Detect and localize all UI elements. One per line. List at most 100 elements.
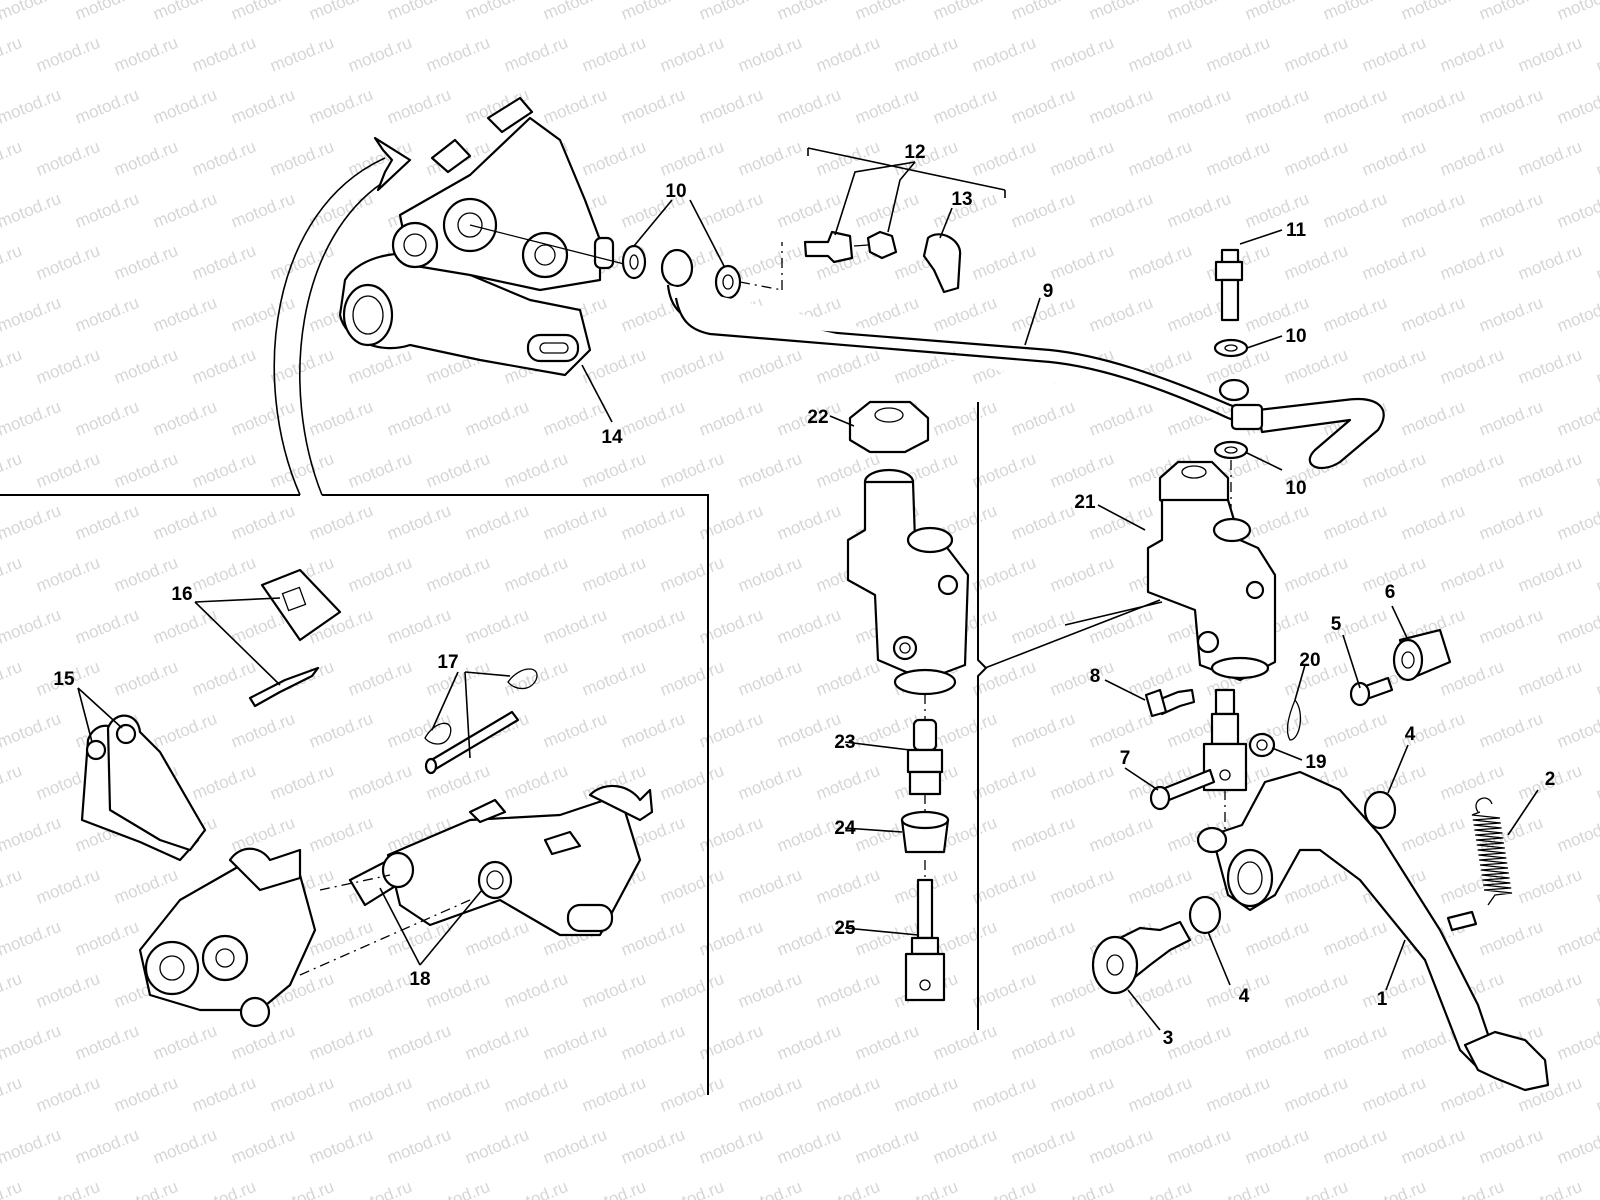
watermark-text: motod.ru — [1359, 1073, 1428, 1116]
watermark-text: motod.ru — [774, 501, 843, 544]
watermark-text: motod.ru — [1203, 137, 1272, 180]
watermark-text: motod.ru — [1476, 85, 1545, 128]
watermark-text: motod.ru — [813, 33, 882, 76]
watermark-text: motod.ru — [969, 449, 1038, 492]
watermark-text: motod.ru — [735, 1177, 804, 1200]
watermark-text: motod.ru — [1515, 553, 1584, 596]
watermark-text: motod.ru — [72, 189, 141, 232]
watermark-text: motod.ru — [1554, 1125, 1600, 1168]
watermark-text: motod.ru — [1281, 1177, 1350, 1200]
watermark-text: motod.ru — [462, 917, 531, 960]
watermark-text: motod.ru — [696, 397, 765, 440]
watermark-text: motod.ru — [1164, 85, 1233, 128]
watermark-text: motod.ru — [189, 449, 258, 492]
watermark-text: motod.ru — [1320, 0, 1389, 24]
watermark-text: motod.ru — [618, 605, 687, 648]
watermark-text: motod.ru — [423, 33, 492, 76]
watermark-text: motod.ru — [0, 449, 25, 492]
watermark-text: motod.ru — [1047, 449, 1116, 492]
watermark-text: motod.ru — [462, 1125, 531, 1168]
callout-20: 20 — [1299, 650, 1320, 671]
watermark-text: motod.ru — [813, 657, 882, 700]
watermark-text: motod.ru — [1008, 85, 1077, 128]
callout-14: 14 — [601, 427, 623, 448]
leader-lines — [77, 147, 1539, 1031]
watermark-text: motod.ru — [501, 761, 570, 804]
watermark-text: motod.ru — [1047, 241, 1116, 284]
watermark-text: motod.ru — [462, 0, 531, 24]
watermark-text: motod.ru — [1125, 865, 1194, 908]
watermark-text: motod.ru — [384, 1125, 453, 1168]
watermark-text: motod.ru — [1242, 0, 1311, 24]
watermark-text: motod.ru — [0, 605, 64, 648]
watermark-text: motod.ru — [1476, 1125, 1545, 1168]
watermark-text: motod.ru — [1281, 1073, 1350, 1116]
watermark-text: motod.ru — [267, 761, 336, 804]
watermark-text: motod.ru — [696, 917, 765, 960]
watermark-text: motod.ru — [540, 397, 609, 440]
watermark-text: motod.ru — [0, 657, 25, 700]
watermark-text: motod.ru — [1515, 241, 1584, 284]
watermark-text: motod.ru — [891, 33, 960, 76]
watermark-text: motod.ru — [150, 189, 219, 232]
watermark-text: motod.ru — [0, 865, 25, 908]
watermark-text: motod.ru — [1593, 969, 1600, 1012]
callout-10-right-lower: 10 — [1285, 478, 1306, 499]
watermark-text: motod.ru — [1086, 501, 1155, 544]
watermark-text: motod.ru — [1281, 969, 1350, 1012]
watermark-text: motod.ru — [33, 449, 102, 492]
watermark-text: motod.ru — [579, 137, 648, 180]
watermark-text: motod.ru — [384, 605, 453, 648]
watermark-text: motod.ru — [891, 1073, 960, 1116]
watermark-text: motod.ru — [1554, 397, 1600, 440]
watermark-text: motod.ru — [618, 501, 687, 544]
watermark-text: motod.ru — [1593, 761, 1600, 804]
pad-spring — [248, 568, 342, 708]
watermark-text: motod.ru — [111, 449, 180, 492]
watermark-text: motod.ru — [735, 761, 804, 804]
watermark-text: motod.ru — [618, 709, 687, 752]
watermark-text: motod.ru — [735, 241, 804, 284]
watermark-text: motod.ru — [150, 85, 219, 128]
watermark-text: motod.ru — [0, 761, 25, 804]
watermark-text: motod.ru — [774, 1125, 843, 1168]
watermark-text: motod.ru — [1125, 137, 1194, 180]
watermark-text: motod.ru — [969, 761, 1038, 804]
watermark-text: motod.ru — [0, 1073, 25, 1116]
watermark-text: motod.ru — [852, 0, 921, 24]
watermark-text: motod.ru — [306, 1021, 375, 1064]
watermark-text: motod.ru — [696, 605, 765, 648]
watermark-text: motod.ru — [1203, 33, 1272, 76]
watermark-text: motod.ru — [1515, 449, 1584, 492]
watermark-text: motod.ru — [0, 189, 64, 232]
watermark-text: motod.ru — [462, 501, 531, 544]
callout-6: 6 — [1385, 582, 1396, 603]
watermark-text: motod.ru — [969, 1073, 1038, 1116]
callout-10-top-left: 10 — [665, 181, 686, 202]
watermark-text: motod.ru — [696, 1021, 765, 1064]
watermark-text: motod.ru — [1398, 501, 1467, 544]
watermark-text: motod.ru — [384, 397, 453, 440]
callout-4-upper: 4 — [1405, 724, 1416, 745]
watermark-text: motod.ru — [189, 137, 258, 180]
watermark-text: motod.ru — [1437, 137, 1506, 180]
watermark-text: motod.ru — [813, 865, 882, 908]
watermark-text: motod.ru — [696, 709, 765, 752]
watermark-text: motod.ru — [33, 865, 102, 908]
watermark-text: motod.ru — [1320, 917, 1389, 960]
watermark-text: motod.ru — [657, 33, 726, 76]
watermark-text: motod.ru — [1281, 137, 1350, 180]
watermark-text: motod.ru — [1437, 449, 1506, 492]
piston-and-rod — [900, 718, 950, 1002]
callout-25: 25 — [834, 918, 856, 939]
watermark-text: motod.ru — [306, 709, 375, 752]
curved-arrow-icon — [273, 136, 412, 496]
watermark-text: motod.ru — [1437, 241, 1506, 284]
callout-8: 8 — [1090, 666, 1101, 687]
watermark-text: motod.ru — [1437, 33, 1506, 76]
watermark-text: motod.ru — [1047, 553, 1116, 596]
watermark-text: motod.ru — [33, 345, 102, 388]
watermark-text: motod.ru — [72, 397, 141, 440]
watermark-text: motod.ru — [579, 1073, 648, 1116]
